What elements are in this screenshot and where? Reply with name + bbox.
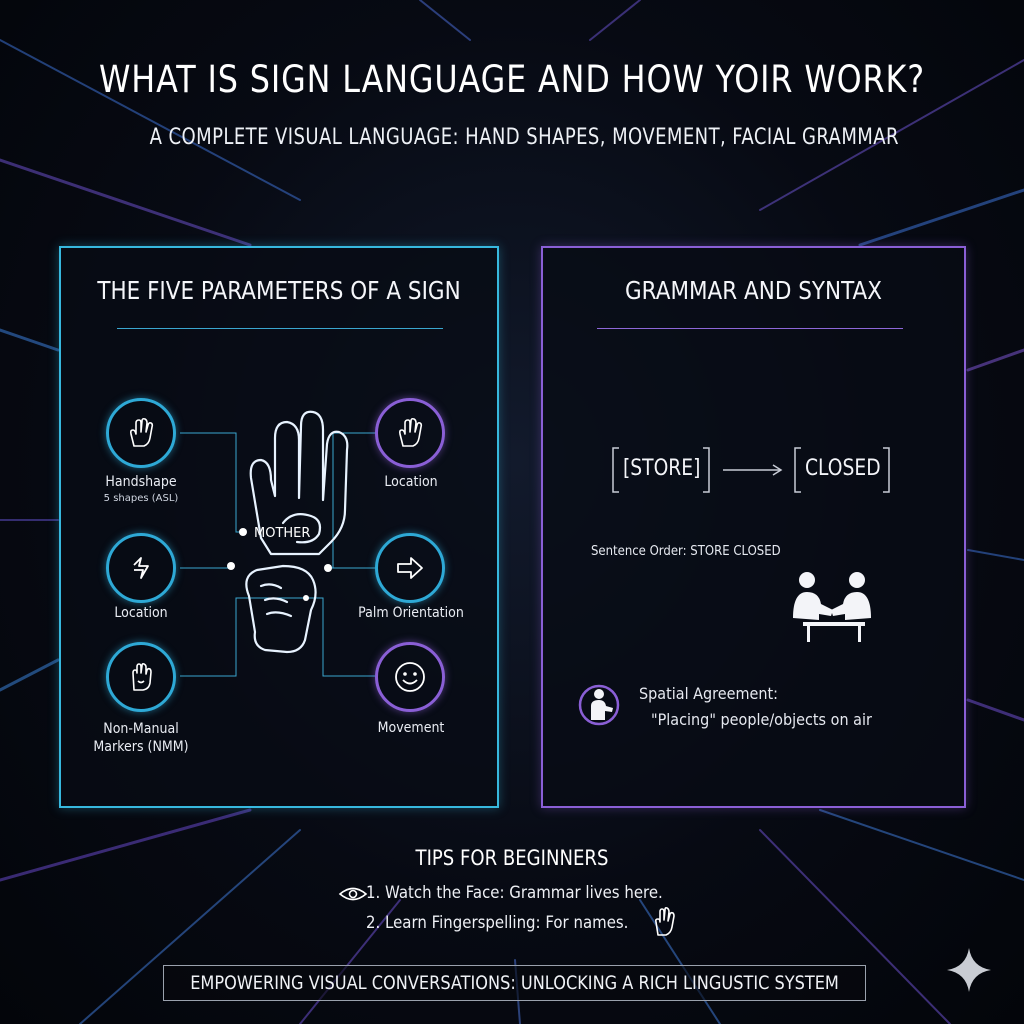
smiley-face-icon [375, 642, 445, 712]
location-label-left: Location [114, 605, 168, 621]
mother-label: MOTHER [254, 526, 311, 541]
grammar-panel: GRAMMAR AND SYNTAX [STORE] CLOSED [541, 246, 966, 808]
spatial-agreement-title: Spatial Agreement: [639, 684, 778, 703]
handshape-label: Handshape [105, 474, 177, 490]
nmm-label: Non-Manual Markers (NMM) [93, 721, 189, 755]
location-label-right: Location [384, 474, 438, 490]
tip-item-fingerspelling: 2. Learn Fingerspelling: For names. [366, 913, 629, 933]
palm-orientation-label: Palm Orientation [358, 605, 464, 621]
spatial-agreement-desc: "Placing" people/objects on air [651, 710, 872, 729]
hand-gesture-icon [106, 642, 176, 712]
grammar-heading: GRAMMAR AND SYNTAX [625, 276, 882, 305]
connector-lines [180, 410, 375, 677]
hand-icon [654, 906, 675, 936]
right-arrow-icon [375, 533, 445, 603]
lightning-arrows-icon [106, 533, 176, 603]
footer-text: EMPOWERING VISUAL CONVERSATIONS: UNLOCKI… [190, 972, 839, 994]
store-sign-box: [STORE] [623, 456, 701, 481]
handshape-sublabel: 5 shapes (ASL) [103, 493, 179, 504]
tips-heading: TIPS FOR BEGINNERS [415, 846, 609, 870]
page-title: WHAT IS SIGN LANGUAGE AND HOW YOIR WORK? [98, 58, 926, 101]
page-subtitle: A COMPLETE VISUAL LANGUAGE: HAND SHAPES,… [149, 125, 899, 150]
footer-banner: EMPOWERING VISUAL CONVERSATIONS: UNLOCKI… [163, 965, 866, 1001]
closed-sign-box: CLOSED [805, 456, 881, 481]
sentence-order-label: Sentence Order: STORE CLOSED [591, 544, 781, 559]
movement-label: Movement [377, 720, 445, 736]
parameters-heading: THE FIVE PARAMETERS OF A SIGN [97, 276, 461, 305]
handshape-icon [106, 398, 176, 468]
sign-order-diagram [578, 447, 890, 726]
grammar-divider [597, 328, 903, 329]
parameters-panel: THE FIVE PARAMETERS OF A SIGN MOTHER [59, 246, 499, 808]
parameters-divider [117, 328, 443, 329]
eye-icon [338, 887, 368, 901]
open-hand-icon [375, 398, 445, 468]
tip-item-face: 1. Watch the Face: Grammar lives here. [366, 883, 663, 903]
sparkle-icon [947, 948, 991, 992]
